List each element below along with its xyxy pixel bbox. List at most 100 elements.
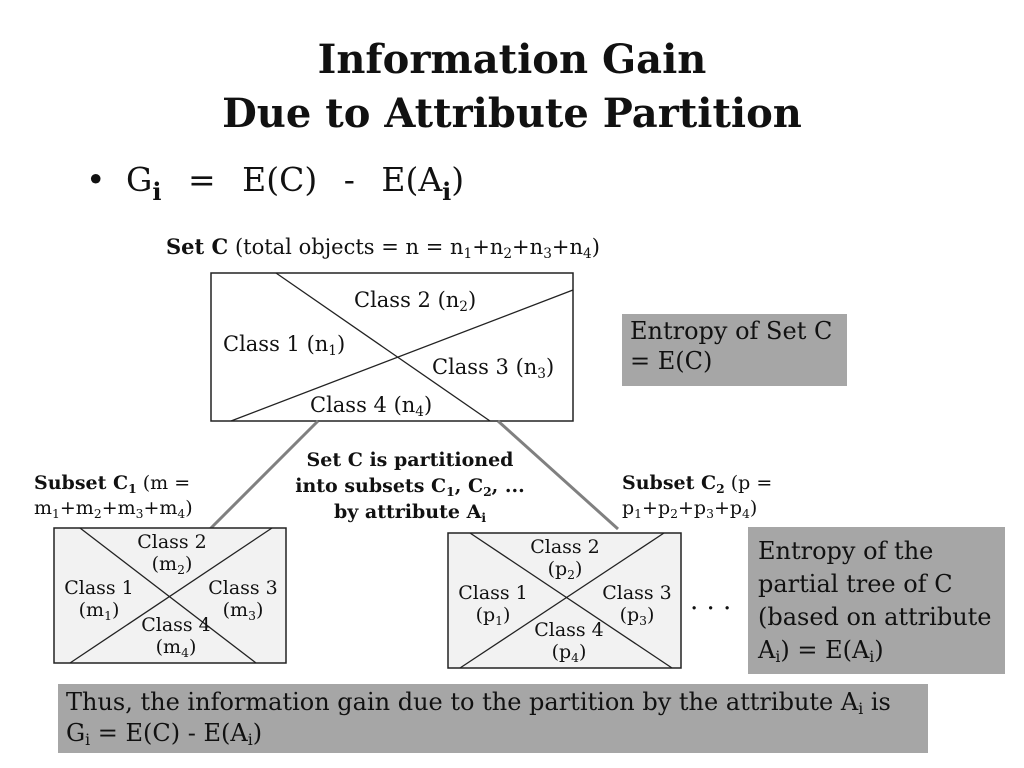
partition-ai-sub: i	[481, 510, 487, 525]
conclusion-formula: = E(C) - E(A	[90, 719, 248, 747]
entropy-set-line-1: Entropy of Set C	[630, 317, 833, 345]
partition-note-line-3: by attribute Ai	[270, 499, 550, 525]
m-2: +m	[59, 497, 94, 519]
entropy-set-box: Entropy of Set C = E(C)	[622, 314, 847, 386]
ep-close: )	[874, 636, 884, 664]
c2-class-2-end: )	[575, 558, 583, 580]
n-4: n	[569, 235, 584, 259]
c2-class-4-end: )	[579, 641, 587, 663]
partition-line2-c: , ...	[491, 475, 525, 497]
set-c-heading-bold: Set C	[166, 234, 229, 259]
c1-class-1-sub: 1	[104, 609, 112, 623]
c1-class-1-name: Class 1	[64, 577, 134, 599]
class-3-end: )	[545, 355, 555, 379]
subset-c1-diagonal-2	[69, 527, 273, 664]
subset-c2-class-3: Class 3(p3)	[590, 582, 684, 628]
subset-c1-class-3: Class 3(m3)	[196, 577, 290, 623]
class-4-sub: 4	[415, 404, 424, 420]
conclusion-line-2: Gi = E(C) - E(Ai)	[66, 718, 928, 749]
conclusion-line1-end: is	[863, 688, 891, 716]
formula-minus: -	[343, 160, 355, 199]
p3-sub: 3	[706, 507, 714, 521]
set-c-class-4: Class 4 (n4)	[310, 393, 433, 420]
c2-class-1-count: (p	[475, 604, 496, 626]
set-c-class-3: Class 3 (n3)	[432, 355, 555, 382]
conclusion-line-1: Thus, the information gain due to the pa…	[66, 687, 928, 718]
set-c-box	[210, 272, 574, 422]
ep-eq: ) = E(A	[780, 636, 870, 664]
title-line-2: Due to Attribute Partition	[222, 90, 802, 137]
subset-c2-diagonal-1	[469, 532, 673, 669]
m3-sub: 3	[135, 507, 144, 521]
subset-c2-sum: p1+p2+p3+p4)	[622, 496, 772, 521]
plus-3: +	[551, 235, 570, 259]
formula-row: • Gi = E(C) - E(Ai)	[86, 160, 464, 206]
c1-class-1-end: )	[111, 599, 120, 621]
subset-c2-rest: (p =	[724, 472, 773, 494]
n2-sub: 2	[503, 246, 513, 262]
ellipsis: . . .	[690, 586, 732, 616]
class-3-label: Class 3 (n	[432, 355, 538, 379]
class-3-sub: 3	[537, 366, 546, 382]
entropy-partial-box: Entropy of the partial tree of C (based …	[748, 527, 1005, 674]
subset-c1-class-4: Class 4(m4)	[126, 614, 226, 659]
entropy-partial-line-2: partial tree of C	[758, 570, 953, 598]
subset-c2-class-4: Class 4(p4)	[519, 619, 619, 665]
connector-right	[496, 419, 620, 531]
c1-class-3-sub: 3	[248, 609, 256, 623]
bullet-glyph: •	[86, 160, 106, 199]
entropy-partial-line-1: Entropy of the	[758, 537, 934, 565]
subset-c1-rest: (m =	[136, 472, 191, 494]
c1-class-2-end: )	[184, 553, 193, 575]
set-c-class-1: Class 1 (n1)	[223, 332, 345, 359]
n3-sub: 3	[543, 246, 552, 262]
subset-c1-sub: 1	[128, 481, 137, 496]
c2-class-3-end: )	[647, 604, 655, 626]
p4-sub: 4	[742, 507, 750, 521]
n-3: n	[529, 235, 544, 259]
p2-sub: 2	[670, 507, 678, 521]
c1-class-4-name: Class 4	[141, 614, 211, 636]
class-1-sub: 1	[328, 343, 337, 359]
c1-class-1-count: (m	[78, 599, 105, 621]
c2-class-3-sub: 3	[639, 614, 647, 628]
m-3: +m	[101, 497, 136, 519]
conclusion-g-sub: i	[85, 731, 91, 749]
partition-note-line-2: into subsets C1, C2, ...	[270, 473, 550, 499]
m2-sub: 2	[93, 507, 102, 521]
p-3: +p	[677, 497, 707, 519]
c2-class-3-name: Class 3	[602, 582, 672, 604]
set-c-heading-text: (total objects = n = n	[234, 235, 464, 259]
p-close: )	[749, 497, 758, 519]
subset-c1-class-2: Class 2(m2)	[122, 531, 222, 577]
entropy-partial-line-3: (based on attribute	[758, 603, 992, 631]
formula-g-sub: i	[152, 177, 162, 206]
c2-class-4-sub: 4	[571, 651, 579, 665]
partition-line2-a: into subsets C	[295, 475, 447, 497]
partition-note-line-1: Set C is partitioned	[306, 449, 514, 471]
class-1-label: Class 1 (n	[223, 332, 329, 356]
subset-c1-class-1: Class 1(m1)	[54, 577, 144, 623]
c2-class-4-count: (p	[551, 641, 572, 663]
c1-class-3-end: )	[255, 599, 264, 621]
class-2-end: )	[467, 288, 477, 312]
c1-class-2-sub: 2	[177, 563, 185, 577]
c1-class-3-name: Class 3	[208, 577, 278, 599]
conclusion-g: G	[66, 719, 86, 747]
p-1: p	[622, 497, 635, 519]
subset-c2-class-1: Class 1(p1)	[448, 582, 538, 627]
class-4-label: Class 4 (n	[310, 393, 416, 417]
c2-class-2-name: Class 2	[530, 536, 600, 558]
subset-c1-sum: m1+m2+m3+m4)	[34, 496, 193, 521]
m-4: +m	[143, 497, 178, 519]
subset-c2-heading: Subset C2 (p = p1+p2+p3+p4)	[622, 471, 772, 521]
subset-c2-class-2: Class 2(p2)	[515, 536, 615, 581]
subset-c1-diagonal-1	[79, 527, 257, 664]
m4-sub: 4	[177, 507, 186, 521]
class-4-end: )	[423, 393, 433, 417]
subset-c1-bold: Subset C	[34, 472, 129, 494]
partition-line2-b: , C	[454, 475, 484, 497]
conclusion-line1-text: Thus, the information gain due to the pa…	[66, 688, 859, 716]
c1-class-2-count: (m	[151, 553, 178, 575]
formula-eq: =	[187, 160, 216, 199]
